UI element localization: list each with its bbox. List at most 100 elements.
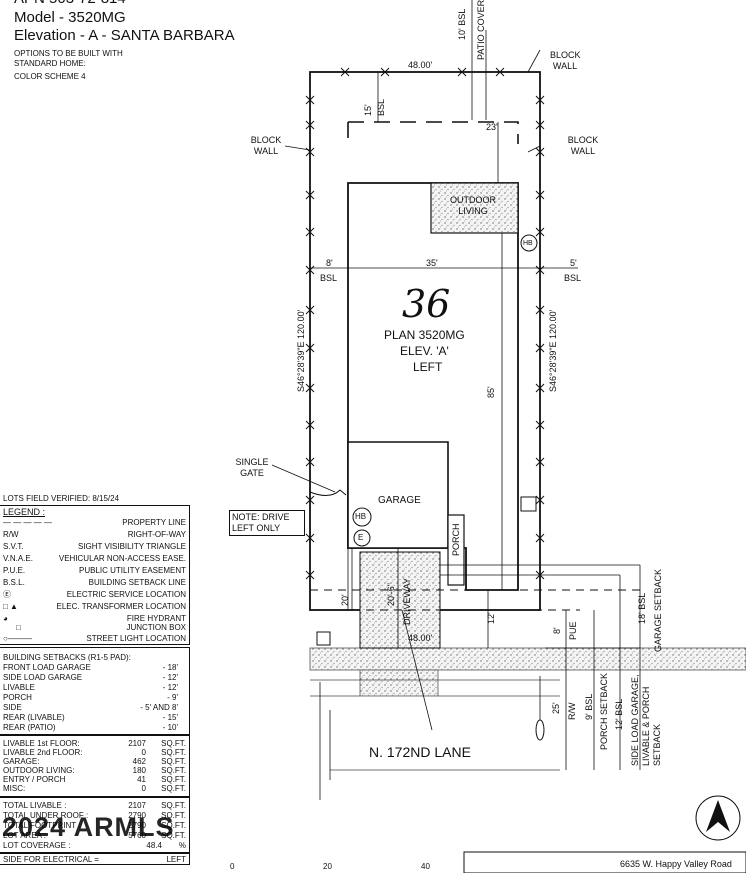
- wall-x-mark: [535, 120, 545, 130]
- rear-15-label: 15': [363, 104, 373, 116]
- wall-x-mark: [305, 343, 315, 353]
- wall-x-mark: [380, 67, 390, 77]
- patio-cover-label: PATIO COVER: [476, 0, 486, 60]
- dim-25: 25': [551, 702, 561, 714]
- bearing-right: S46°28'39"E 120.00': [548, 309, 558, 392]
- area-value: 462: [132, 757, 146, 766]
- setback-name: SIDE: [3, 703, 22, 712]
- legend-item: JUNCTION BOX: [126, 623, 186, 632]
- total-unit: %: [178, 841, 186, 850]
- block-wall-marks: [305, 67, 545, 580]
- wall-x-mark: [535, 457, 545, 467]
- scale-0: 0: [230, 862, 235, 871]
- legend-title: LEGEND :: [3, 507, 46, 517]
- plan-name: PLAN 3520MG: [384, 328, 465, 342]
- color-scheme: COLOR SCHEME 4: [14, 72, 86, 81]
- street-name: N. 172ND LANE: [369, 744, 471, 760]
- setback-value: - 12': [162, 673, 178, 682]
- total-name: TOTAL UNDER ROOF :: [3, 811, 89, 820]
- rear-setback-line: [347, 121, 519, 144]
- options-line-2: STANDARD HOME:: [14, 59, 86, 68]
- setback-value: - 15': [162, 713, 178, 722]
- setback-value: - 12': [162, 683, 178, 692]
- area-value: 0: [141, 748, 146, 757]
- wall-x-mark: [535, 420, 545, 430]
- total-name: LOT COVERAGE :: [3, 841, 71, 850]
- porch-outline: [447, 514, 465, 586]
- wall-x-mark: [305, 457, 315, 467]
- area-name: LIVABLE 2nd FLOOR:: [3, 748, 83, 757]
- block-wall-label-right: BLOCK WALL: [567, 135, 599, 156]
- fire-hydrant-icon: ◕: [3, 614, 8, 623]
- area-value: 41: [137, 775, 146, 784]
- total-value: 2790: [128, 811, 146, 820]
- scale-40: 40: [421, 862, 430, 871]
- dim-8-left: 8': [326, 258, 333, 268]
- setback-name: REAR (PATIO): [3, 723, 56, 732]
- garage-label: GARAGE: [378, 495, 421, 506]
- legend-item: RIGHT-OF-WAY: [127, 530, 186, 539]
- area-value: 2107: [128, 739, 146, 748]
- hose-bib-label-garage: HB: [355, 512, 367, 521]
- dim-5-right: 5': [570, 258, 577, 268]
- wall-x-mark: [535, 95, 545, 105]
- outdoor-living-label: OUTDOOR LIVING: [450, 195, 496, 216]
- legend-item: STREET LIGHT LOCATION: [86, 634, 186, 643]
- wall-x-mark: [305, 227, 315, 237]
- area-unit: SQ.FT.: [161, 766, 186, 775]
- property-line-symbol: — — — — —: [3, 518, 52, 527]
- area-name: LIVABLE 1st FLOOR:: [3, 739, 80, 748]
- total-name: TOTAL LIVABLE :: [3, 801, 67, 810]
- garage-setback-label: GARAGE SETBACK: [653, 568, 663, 652]
- wall-x-mark: [305, 420, 315, 430]
- wall-x-mark: [305, 495, 315, 505]
- title-block: [463, 851, 746, 873]
- plan-handing: LEFT: [413, 360, 443, 374]
- electrical-box: SIDE FOR ELECTRICAL =LEFT: [0, 853, 190, 865]
- wall-x-mark: [495, 67, 505, 77]
- setback-name: FRONT LOAD GARAGE: [3, 663, 91, 672]
- sidewalk: [309, 647, 746, 671]
- bsl-left: BSL: [320, 273, 338, 283]
- total-value: 2790: [128, 821, 146, 830]
- area-name: OUTDOOR LIVING:: [3, 766, 75, 775]
- side-load-setback-label: SIDE LOAD GARAGE, LIVABLE & PORCH SETBAC…: [630, 674, 662, 766]
- wall-x-mark: [305, 190, 315, 200]
- setback-name: REAR (LIVABLE): [3, 713, 65, 722]
- patio-bsl-label: 10' BSL: [457, 8, 467, 40]
- setback-value: - 10': [162, 723, 178, 732]
- dim-8-pue: 8': [552, 627, 562, 634]
- wall-x-mark: [535, 265, 545, 275]
- legend-item: ELEC. TRANSFORMER LOCATION: [56, 602, 187, 611]
- scale-20: 20: [323, 862, 332, 871]
- wall-x-mark: [535, 227, 545, 237]
- area-name: GARAGE:: [3, 757, 40, 766]
- wall-x-mark: [535, 495, 545, 505]
- area-value: 180: [132, 766, 146, 775]
- electrical-value: LEFT: [166, 855, 186, 864]
- setbacks-title: BUILDING SETBACKS (R1-5 PAD):: [3, 653, 131, 662]
- wall-x-mark: [340, 67, 350, 77]
- outdoor-living-area: [430, 182, 519, 234]
- wall-x-mark: [305, 533, 315, 543]
- bsl-18-label: 18' BSL: [637, 592, 647, 624]
- total-value: 48.4: [146, 841, 162, 850]
- legend-item: ELECTRIC SERVICE LOCATION: [66, 590, 186, 599]
- wall-x-mark: [305, 383, 315, 393]
- legend-item: BUILDING SETBACK LINE: [88, 578, 186, 587]
- bsl-12-label: 12' BSL: [614, 698, 624, 730]
- wall-x-mark: [305, 95, 315, 105]
- dim-20: 20': [340, 594, 350, 606]
- street-light-icon: ○———: [3, 634, 32, 643]
- legend-key: P.U.E.: [3, 566, 26, 575]
- legend-key: B.S.L.: [3, 578, 25, 587]
- junction-box-icon: □: [16, 623, 21, 632]
- lot-width-bottom: 48.00': [408, 633, 433, 643]
- bsl-9-label: 9' BSL: [584, 693, 594, 720]
- block-wall-label-top: BLOCK WALL: [550, 50, 581, 71]
- legend-key: V.N.A.E.: [3, 554, 33, 563]
- legend-item: FIRE HYDRANT: [126, 614, 186, 623]
- total-unit: SQ.FT.: [161, 831, 186, 840]
